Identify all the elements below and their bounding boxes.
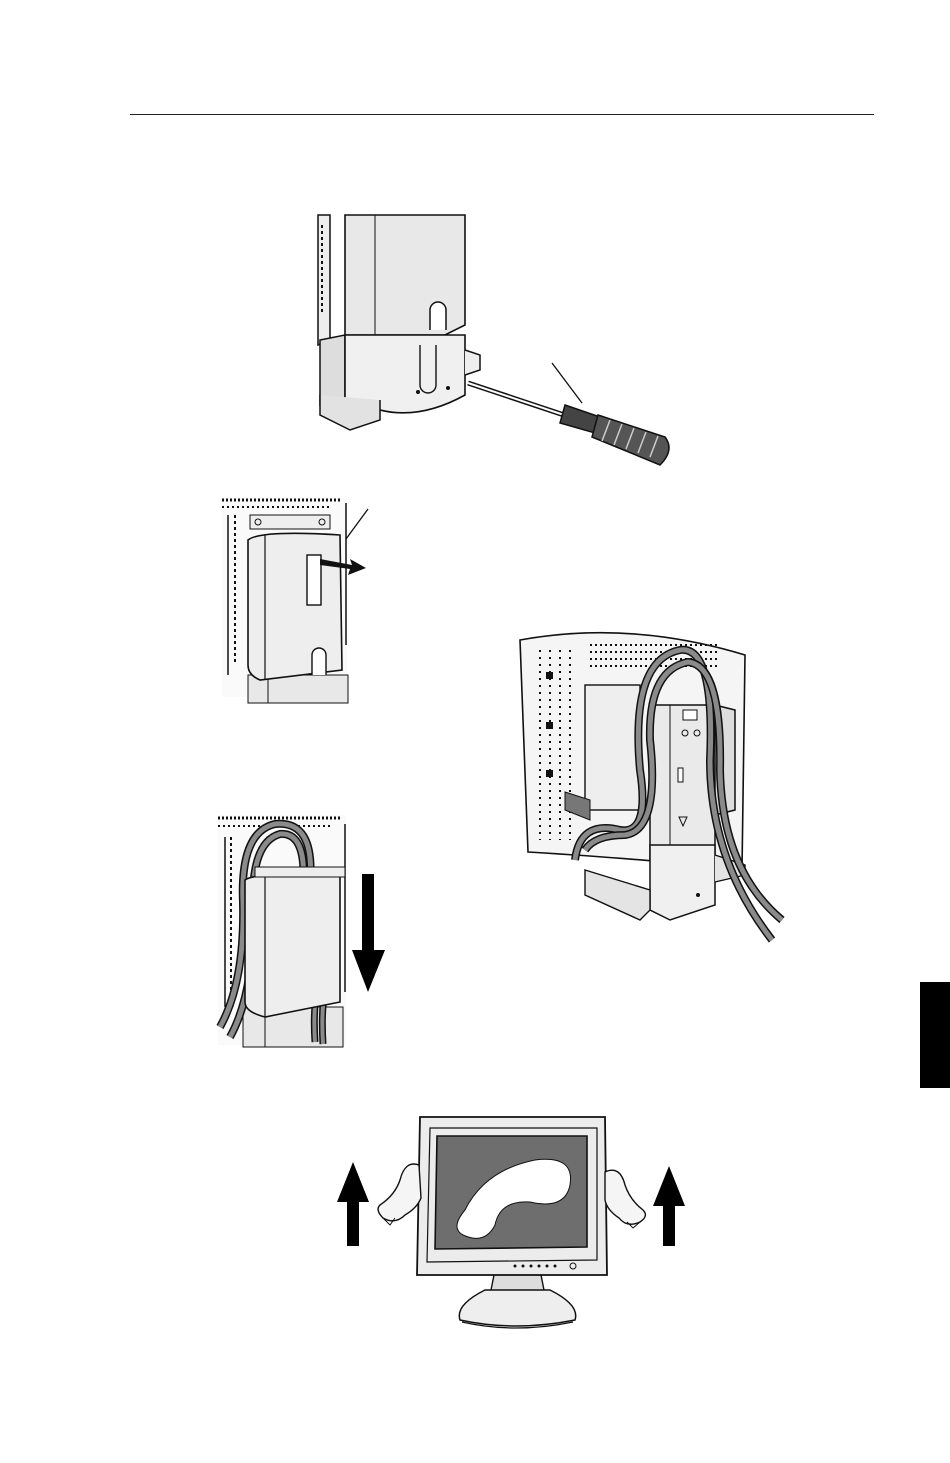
cables-icon bbox=[510, 620, 790, 950]
down-arrow-icon bbox=[215, 812, 395, 1052]
callout-line-icon bbox=[220, 495, 380, 705]
figure-route-cables bbox=[510, 620, 790, 950]
header-rule bbox=[130, 114, 874, 115]
figure-replace-cable-cover bbox=[215, 812, 395, 1052]
figure-remove-cable-cover bbox=[220, 495, 380, 705]
section-thumb-tab bbox=[920, 982, 950, 1088]
figure-lift-monitor bbox=[335, 1110, 695, 1335]
figure-remove-screw bbox=[300, 205, 690, 485]
up-arrow-icon bbox=[335, 1110, 695, 1335]
callout-line-icon bbox=[300, 205, 690, 485]
